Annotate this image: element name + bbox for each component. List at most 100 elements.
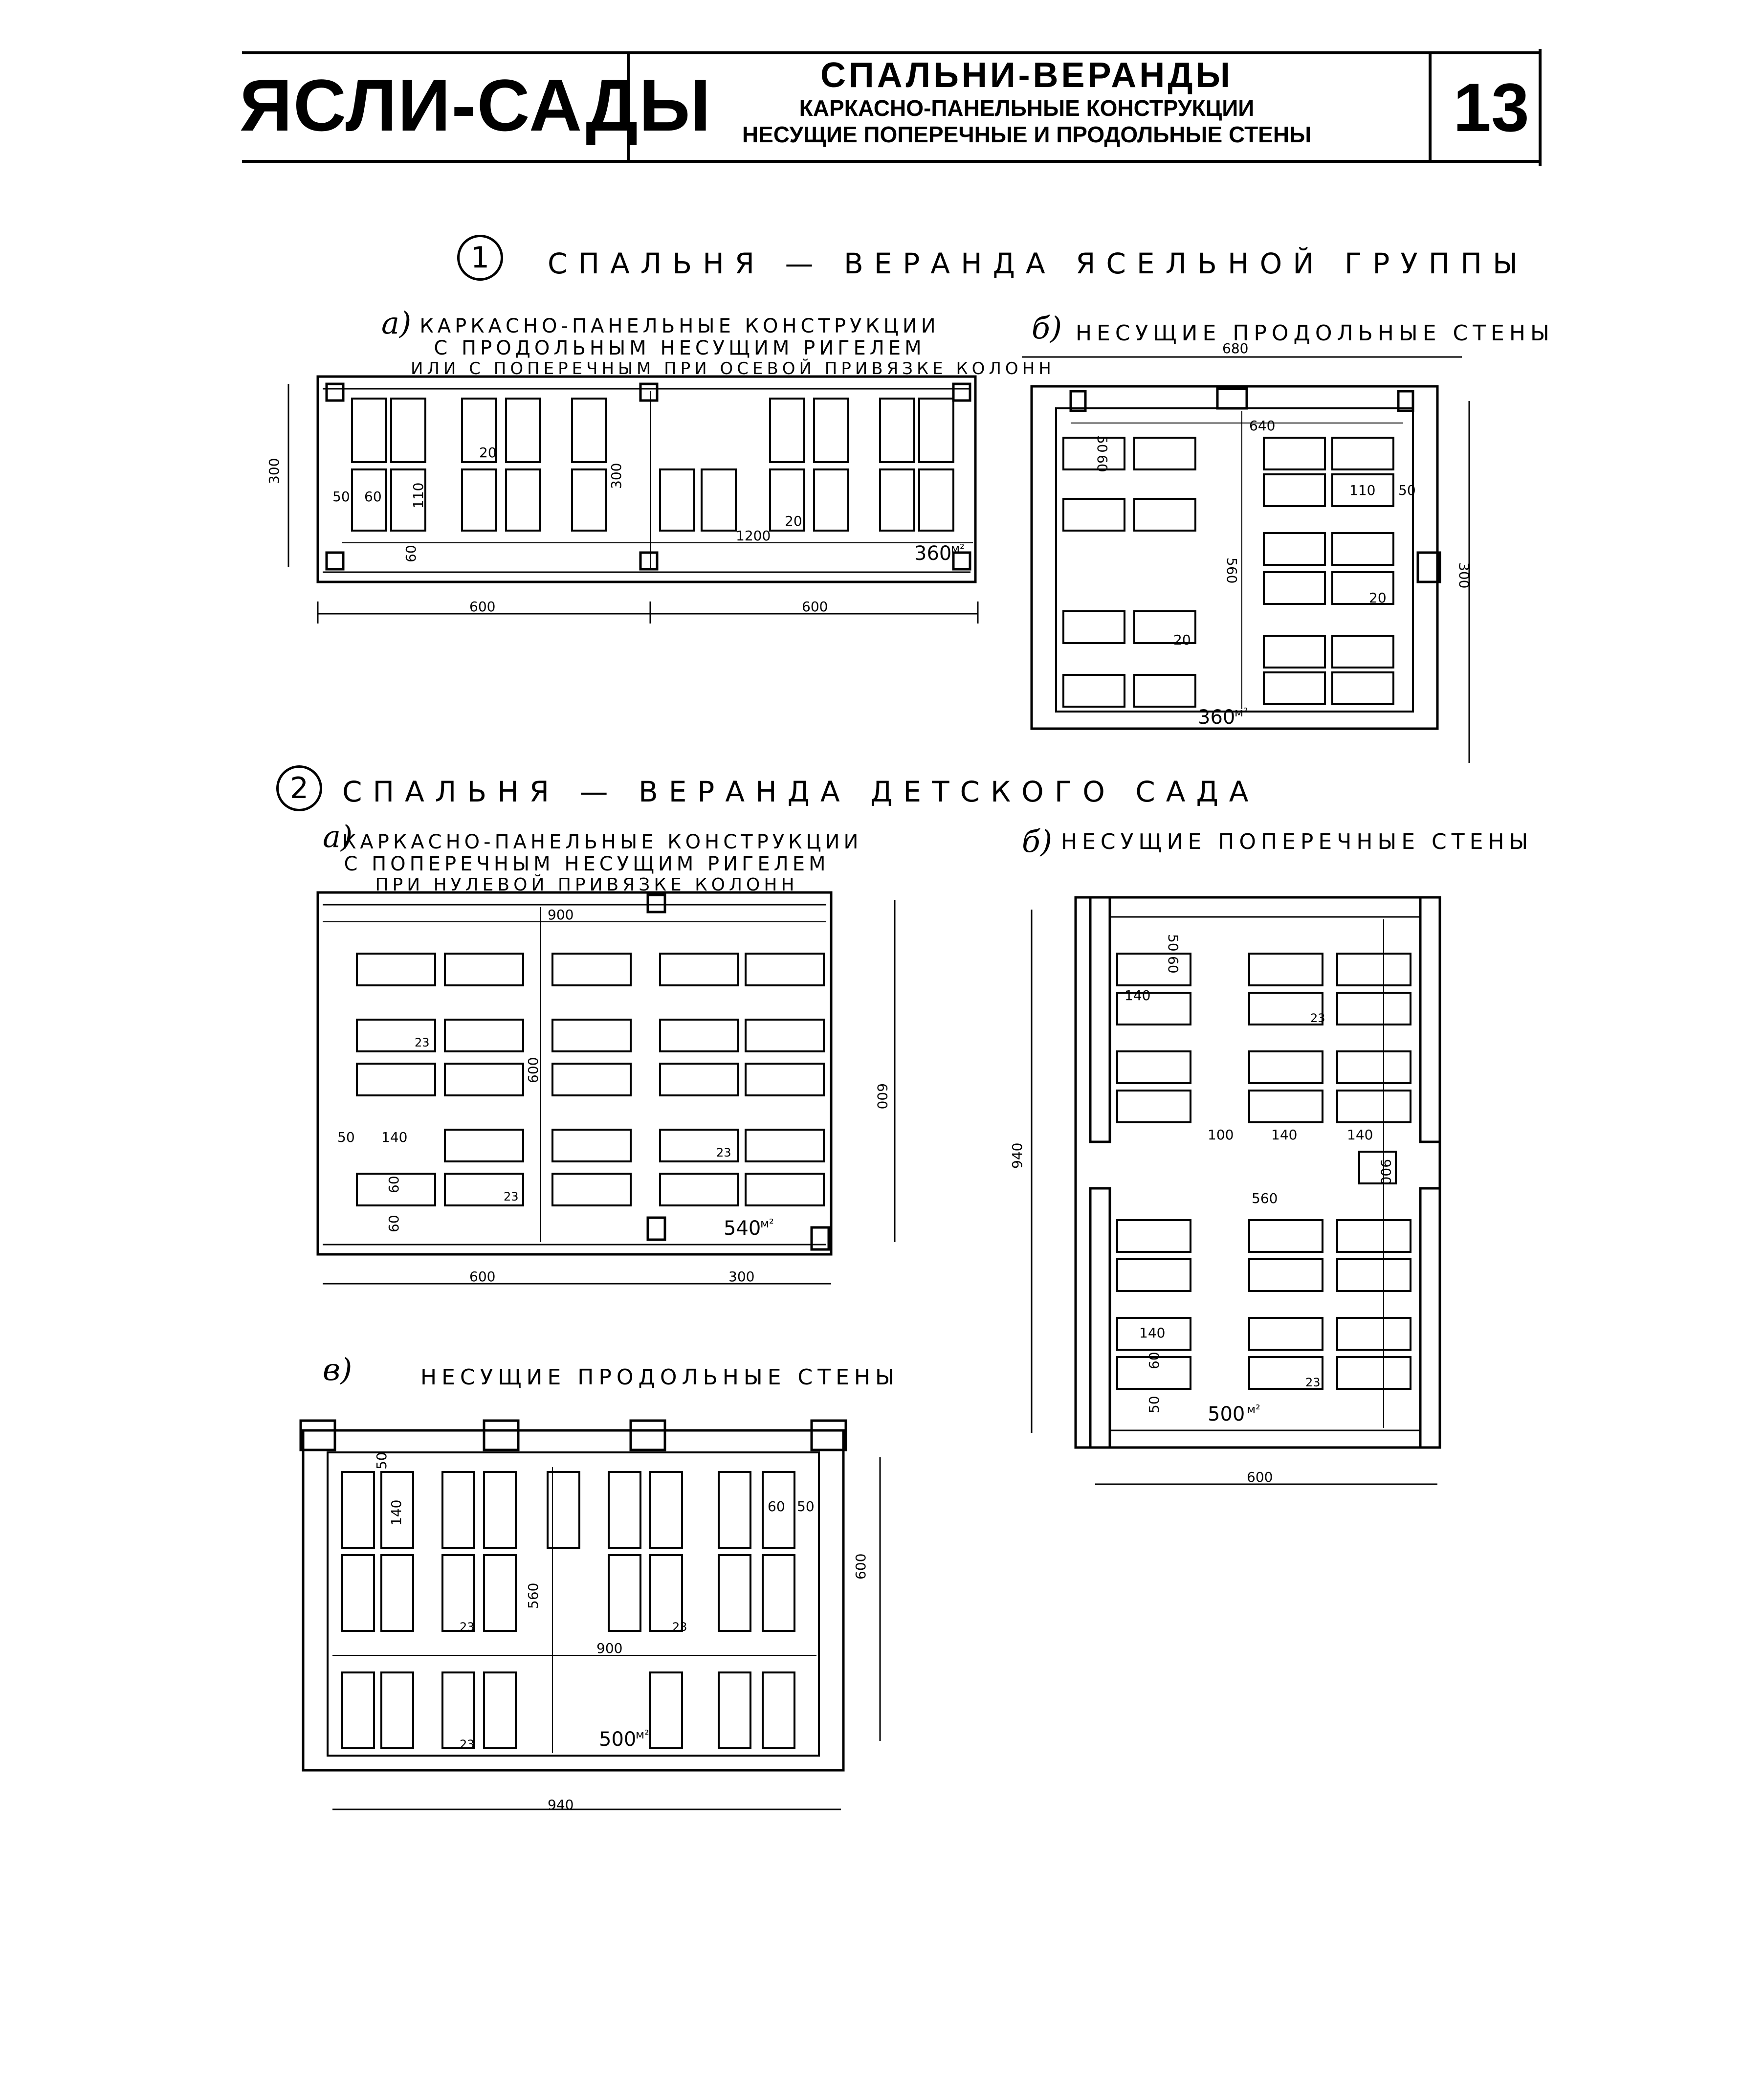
plan-2c-beds (341, 1471, 795, 1749)
dim-1b-top-gap: 50 (1094, 435, 1110, 453)
dim-2c-side-gap: 50 (797, 1498, 815, 1515)
dim-2c-bed-length: 140 (388, 1500, 404, 1526)
plan-2a-caption-line-1: КАРКАСНО-ПАНЕЛЬНЫЕ КОНСТРУКЦИИ (342, 831, 862, 853)
area-2a: 540 (724, 1217, 761, 1240)
dim-2b-bed-length-3: 140 (1347, 1127, 1373, 1143)
area-1b-unit: м² (1235, 706, 1248, 719)
dim-1b-bed-length: 110 (1349, 482, 1375, 498)
dim-2c-bed-width: 60 (768, 1498, 785, 1515)
dim-2c-row-gap-3: 23 (460, 1738, 475, 1751)
plan-1a-outline (316, 375, 977, 583)
dim-2a-inner-width: 900 (548, 907, 573, 923)
dim-2b-door: 900 (1378, 1159, 1394, 1185)
area-2a-unit: м² (760, 1217, 774, 1230)
page-number: 13 (1453, 69, 1529, 146)
dim-1a-bed-width: 60 (364, 489, 382, 505)
dim-2a-bay-1: 600 (469, 1269, 495, 1285)
dim-1a-bay-2: 600 (802, 599, 828, 615)
plan-1a-caption-line-1: КАРКАСНО-ПАНЕЛЬНЫЕ КОНСТРУКЦИИ (419, 315, 940, 337)
dim-2c-bottom-width: 940 (548, 1797, 573, 1813)
plan-2b-letter: б) (1022, 824, 1053, 859)
plan-1a-caption-line-2: С ПРОДОЛЬНЫМ НЕСУЩИМ РИГЕЛЕМ (434, 336, 926, 359)
area-1a: 360 (914, 542, 951, 565)
plan-2a-caption-line-2: С ПОПЕРЕЧНЫМ НЕСУЩИМ РИГЕЛЕМ (344, 852, 830, 875)
dim-2b-bed-width-2: 60 (1146, 1352, 1162, 1369)
plan-1b-beds (1062, 437, 1394, 708)
dim-2b-bed-width: 60 (1165, 956, 1181, 974)
dim-2a-bed-length: 140 (381, 1129, 407, 1145)
dim-2c-inner-width: 900 (596, 1640, 622, 1656)
plan-2c-labels: 50 140 60 50 560 900 600 23 23 23 940 50… (374, 1452, 869, 1813)
dim-2c-inner-height: 560 (525, 1583, 541, 1609)
header-title: СПАЛЬНИ-ВЕРАНДЫ (820, 56, 1234, 95)
area-2b-unit: м² (1247, 1403, 1260, 1416)
plan-2a-labels: 900 600 600 50 140 60 60 23 23 23 600 30… (337, 907, 890, 1285)
plan-1a-letter: а) (381, 305, 412, 341)
plan-1a (287, 375, 979, 624)
plan-1b-letter: б) (1032, 310, 1062, 346)
dim-2a-bed-width: 60 (386, 1176, 402, 1193)
dim-2b-row-gap: 23 (1310, 1011, 1325, 1025)
dim-1a-inner-width: 1200 (736, 528, 771, 544)
area-2c-unit: м² (636, 1728, 649, 1741)
dim-2a-bottom-gap: 60 (386, 1215, 402, 1232)
plan-2c (299, 1419, 881, 1810)
plan-2b-outline (1074, 896, 1441, 1449)
area-2b: 500 (1208, 1403, 1245, 1426)
dim-1a-bed-length: 110 (410, 483, 426, 509)
header-brand: ЯСЛИ-САДЫ (240, 64, 712, 146)
section-2-title: СПАЛЬНЯ — ВЕРАНДА ДЕТСКОГО САДА (342, 775, 1259, 808)
area-2c: 500 (599, 1728, 636, 1751)
dim-1a-bay-1: 600 (469, 599, 495, 615)
area-1a-unit: м² (951, 542, 965, 556)
dim-2a-bed-gap: 50 (337, 1129, 355, 1145)
plan-2c-letter: в) (323, 1352, 353, 1387)
dim-1a-bottom-gap: 60 (403, 545, 419, 562)
dim-2b-inner-width: 560 (1252, 1190, 1278, 1206)
section-2-number: 2 (276, 765, 322, 811)
area-1b: 360 (1198, 706, 1235, 729)
dim-1a-row-gap-2: 20 (785, 513, 802, 529)
plan-1b-labels: 680 640 50 60 110 50 560 300 20 20 360 м… (1094, 340, 1472, 729)
dim-2b-row-gap-2: 23 (1305, 1376, 1321, 1389)
dim-1b-outer-width: 680 (1222, 340, 1248, 356)
plan-2b (1031, 896, 1441, 1485)
dim-2c-row-gap-2: 23 (672, 1620, 687, 1634)
plan-2a-beds (356, 953, 825, 1206)
dim-2a-row-gap: 23 (415, 1036, 430, 1049)
dim-1a-row-gap: 20 (479, 445, 497, 461)
plan-2a-outline (316, 891, 833, 1256)
dim-1b-right-height: 300 (1456, 562, 1472, 588)
plan-2a (316, 891, 896, 1285)
plan-2a-letter: а) (323, 819, 353, 854)
section-1-number: 1 (457, 235, 503, 281)
dim-1b-row-gap-2: 20 (1173, 632, 1191, 648)
plan-2b-beds (1116, 953, 1411, 1390)
plan-2c-outline (302, 1429, 845, 1772)
dim-1b-inner-height: 560 (1224, 557, 1240, 583)
dim-2b-bottom-width: 600 (1247, 1469, 1273, 1485)
dim-2b-bed-length-2: 140 (1271, 1127, 1297, 1143)
header-subtitle-2: НЕСУЩИЕ ПОПЕРЕЧНЫЕ И ПРОДОЛЬНЫЕ СТЕНЫ (742, 122, 1312, 147)
dim-2c-top-gap: 50 (374, 1452, 390, 1470)
plan-1a-labels: 300 300 50 60 110 20 20 60 1200 600 600 … (266, 445, 965, 615)
plan-2a-caption: КАРКАСНО-ПАНЕЛЬНЫЕ КОНСТРУКЦИИ С ПОПЕРЕЧ… (342, 831, 862, 895)
header-frame (242, 49, 1542, 166)
plan-1a-caption: КАРКАСНО-ПАНЕЛЬНЫЕ КОНСТРУКЦИИ С ПРОДОЛЬ… (411, 315, 1051, 378)
dim-1b-inner-width: 640 (1249, 418, 1275, 434)
dim-2c-row-gap: 23 (460, 1620, 475, 1634)
dim-1a-left-height: 300 (266, 458, 282, 484)
dim-2b-bottom-gap: 50 (1146, 1396, 1162, 1413)
dim-1a-bed-gap: 50 (332, 489, 350, 505)
dim-2b-bed-length: 140 (1125, 987, 1150, 1003)
dim-2a-inner-height: 600 (525, 1057, 541, 1083)
dim-2b-top-gap: 50 (1165, 934, 1181, 952)
plan-1b (1022, 356, 1470, 763)
dim-2b-left-height: 940 (1009, 1143, 1025, 1169)
dim-1b-bed-width: 60 (1094, 455, 1110, 472)
dim-2a-bay-2: 300 (728, 1269, 754, 1285)
plan-2a-caption-line-3: ПРИ НУЛЕВОЙ ПРИВЯЗКЕ КОЛОНН (375, 874, 798, 895)
dim-2b-bed-length-4: 140 (1139, 1325, 1165, 1341)
dim-2a-row-gap-2: 23 (504, 1190, 519, 1203)
